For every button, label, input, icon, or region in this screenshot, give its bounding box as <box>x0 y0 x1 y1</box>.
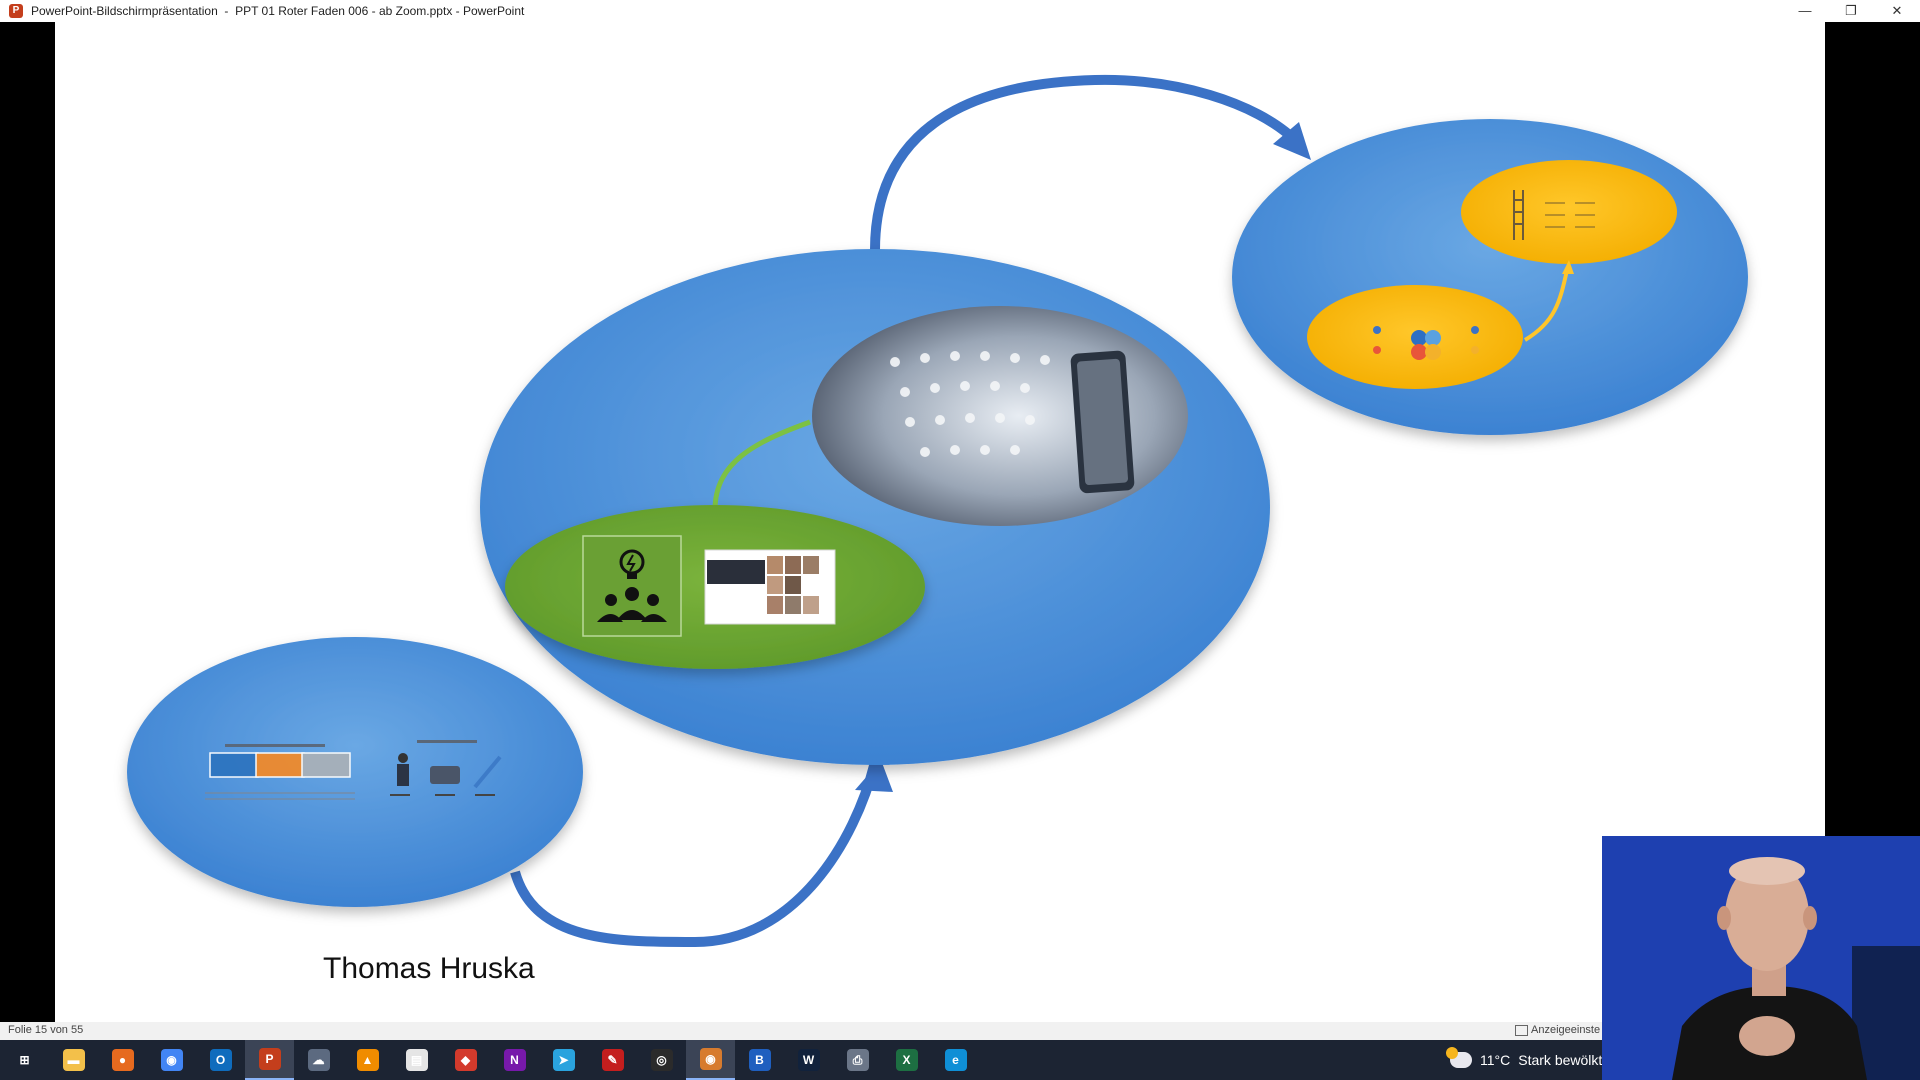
file-explorer-icon: ▬ <box>62 1049 85 1071</box>
taskbar-item-document[interactable]: ▤ <box>392 1040 441 1080</box>
arrow-bottom <box>510 760 880 948</box>
pdf-icon: ✎ <box>601 1049 624 1071</box>
taskbar-item-edge[interactable]: e <box>931 1040 980 1080</box>
blue-app-icon: B <box>748 1049 771 1071</box>
presenter-name: Thomas Hruska <box>323 952 535 985</box>
window-title: PowerPoint-Bildschirmpräsentation - PPT … <box>31 4 525 18</box>
slideshow-status-bar: Folie 15 von 55 Anzeigeeinste <box>0 1022 1920 1040</box>
taskbar-item-red-app[interactable]: ◆ <box>441 1040 490 1080</box>
chrome-icon: ◉ <box>160 1049 183 1071</box>
taskbar-item-vlc[interactable]: ▲ <box>343 1040 392 1080</box>
slide-thumb-team-photos <box>704 549 836 625</box>
presenter-video-frame <box>1602 836 1920 1080</box>
word-app-icon: W <box>797 1049 820 1071</box>
tech-icon-grid <box>890 351 1050 457</box>
zoom-circle-main <box>480 249 1270 765</box>
arrow-top <box>870 74 1299 251</box>
taskbar-item-cloud-app[interactable]: ☁ <box>294 1040 343 1080</box>
slide-thumb-people <box>390 740 502 796</box>
weather-condition: Stark bewölkt <box>1518 1052 1603 1068</box>
zoom-circle-orange-top <box>1461 160 1677 264</box>
weather-temperature: 11°C <box>1480 1052 1511 1068</box>
obs-icon: ◎ <box>650 1049 673 1071</box>
slide-thumb-process <box>205 744 355 800</box>
printer-icon: ⎙ <box>846 1049 869 1071</box>
taskbar-item-pdf[interactable]: ✎ <box>588 1040 637 1080</box>
document-icon: ▤ <box>405 1049 428 1071</box>
excel-icon: X <box>895 1049 918 1071</box>
slide-canvas[interactable]: Thomas Hruska <box>55 22 1825 1022</box>
red-app-icon: ◆ <box>454 1049 477 1071</box>
taskbar-item-obs[interactable]: ◎ <box>637 1040 686 1080</box>
taskbar-item-recorder[interactable]: ◉ <box>686 1040 735 1080</box>
monitor-icon <box>1515 1024 1528 1036</box>
taskbar-item-file-explorer[interactable]: ▬ <box>49 1040 98 1080</box>
zoom-overview-graphic <box>127 74 1748 948</box>
powerpoint-icon: P <box>258 1048 281 1070</box>
taskbar-item-powerpoint[interactable]: P <box>245 1040 294 1080</box>
connector-orange <box>1523 269 1569 342</box>
taskbar-item-blue-app[interactable]: B <box>735 1040 784 1080</box>
webcam-overlay <box>1602 836 1920 1080</box>
edge-icon: e <box>944 1049 967 1071</box>
cloud-app-icon: ☁ <box>307 1049 330 1071</box>
idea-team-icon <box>597 549 667 622</box>
taskbar-item-onenote[interactable]: N <box>490 1040 539 1080</box>
display-settings-button[interactable]: Anzeigeeinste <box>1515 1024 1600 1036</box>
taskbar-item-outlook[interactable]: O <box>196 1040 245 1080</box>
connector-green <box>712 419 811 511</box>
firefox-icon: ● <box>111 1049 134 1071</box>
taskbar-item-word-app[interactable]: W <box>784 1040 833 1080</box>
window-title-bar: P PowerPoint-Bildschirmpräsentation - PP… <box>0 0 1920 23</box>
outlook-icon: O <box>209 1049 232 1071</box>
taskbar-item-excel[interactable]: X <box>882 1040 931 1080</box>
close-button[interactable]: ✕ <box>1891 3 1903 18</box>
slide-thumb-swot <box>1373 326 1479 360</box>
zoom-circle-end <box>1232 119 1748 435</box>
arrow-top-head <box>1273 122 1311 160</box>
display-settings-label: Anzeigeeinste <box>1531 1024 1601 1036</box>
powerpoint-icon: P <box>9 4 23 18</box>
arrow-bottom-head <box>855 760 893 792</box>
window-controls: — ❐ ✕ <box>1782 0 1920 22</box>
taskbar-item-chrome[interactable]: ◉ <box>147 1040 196 1080</box>
recorder-icon: ◉ <box>699 1048 722 1070</box>
onenote-icon: N <box>503 1049 526 1071</box>
slideshow-area[interactable]: Thomas Hruska <box>0 22 1920 1022</box>
zoom-circle-start <box>127 637 583 907</box>
slide-counter: Folie 15 von 55 <box>8 1024 84 1036</box>
minimize-button[interactable]: — <box>1798 3 1812 18</box>
restore-button[interactable]: ❐ <box>1845 3 1857 18</box>
taskbar-item-windows-start[interactable]: ⊞ <box>0 1040 49 1080</box>
weather-widget[interactable]: 11°C Stark bewölkt <box>1446 1040 1603 1080</box>
slide-thumb-ladder <box>1513 190 1524 240</box>
telegram-icon: ➤ <box>552 1049 575 1071</box>
thumb-text-lines <box>1545 202 1595 228</box>
taskbar-item-telegram[interactable]: ➤ <box>539 1040 588 1080</box>
windows-start-icon: ⊞ <box>13 1049 36 1071</box>
vlc-icon: ▲ <box>356 1049 379 1071</box>
taskbar-item-firefox[interactable]: ● <box>98 1040 147 1080</box>
cloudy-weather-icon <box>1446 1047 1472 1068</box>
taskbar-item-printer[interactable]: ⎙ <box>833 1040 882 1080</box>
